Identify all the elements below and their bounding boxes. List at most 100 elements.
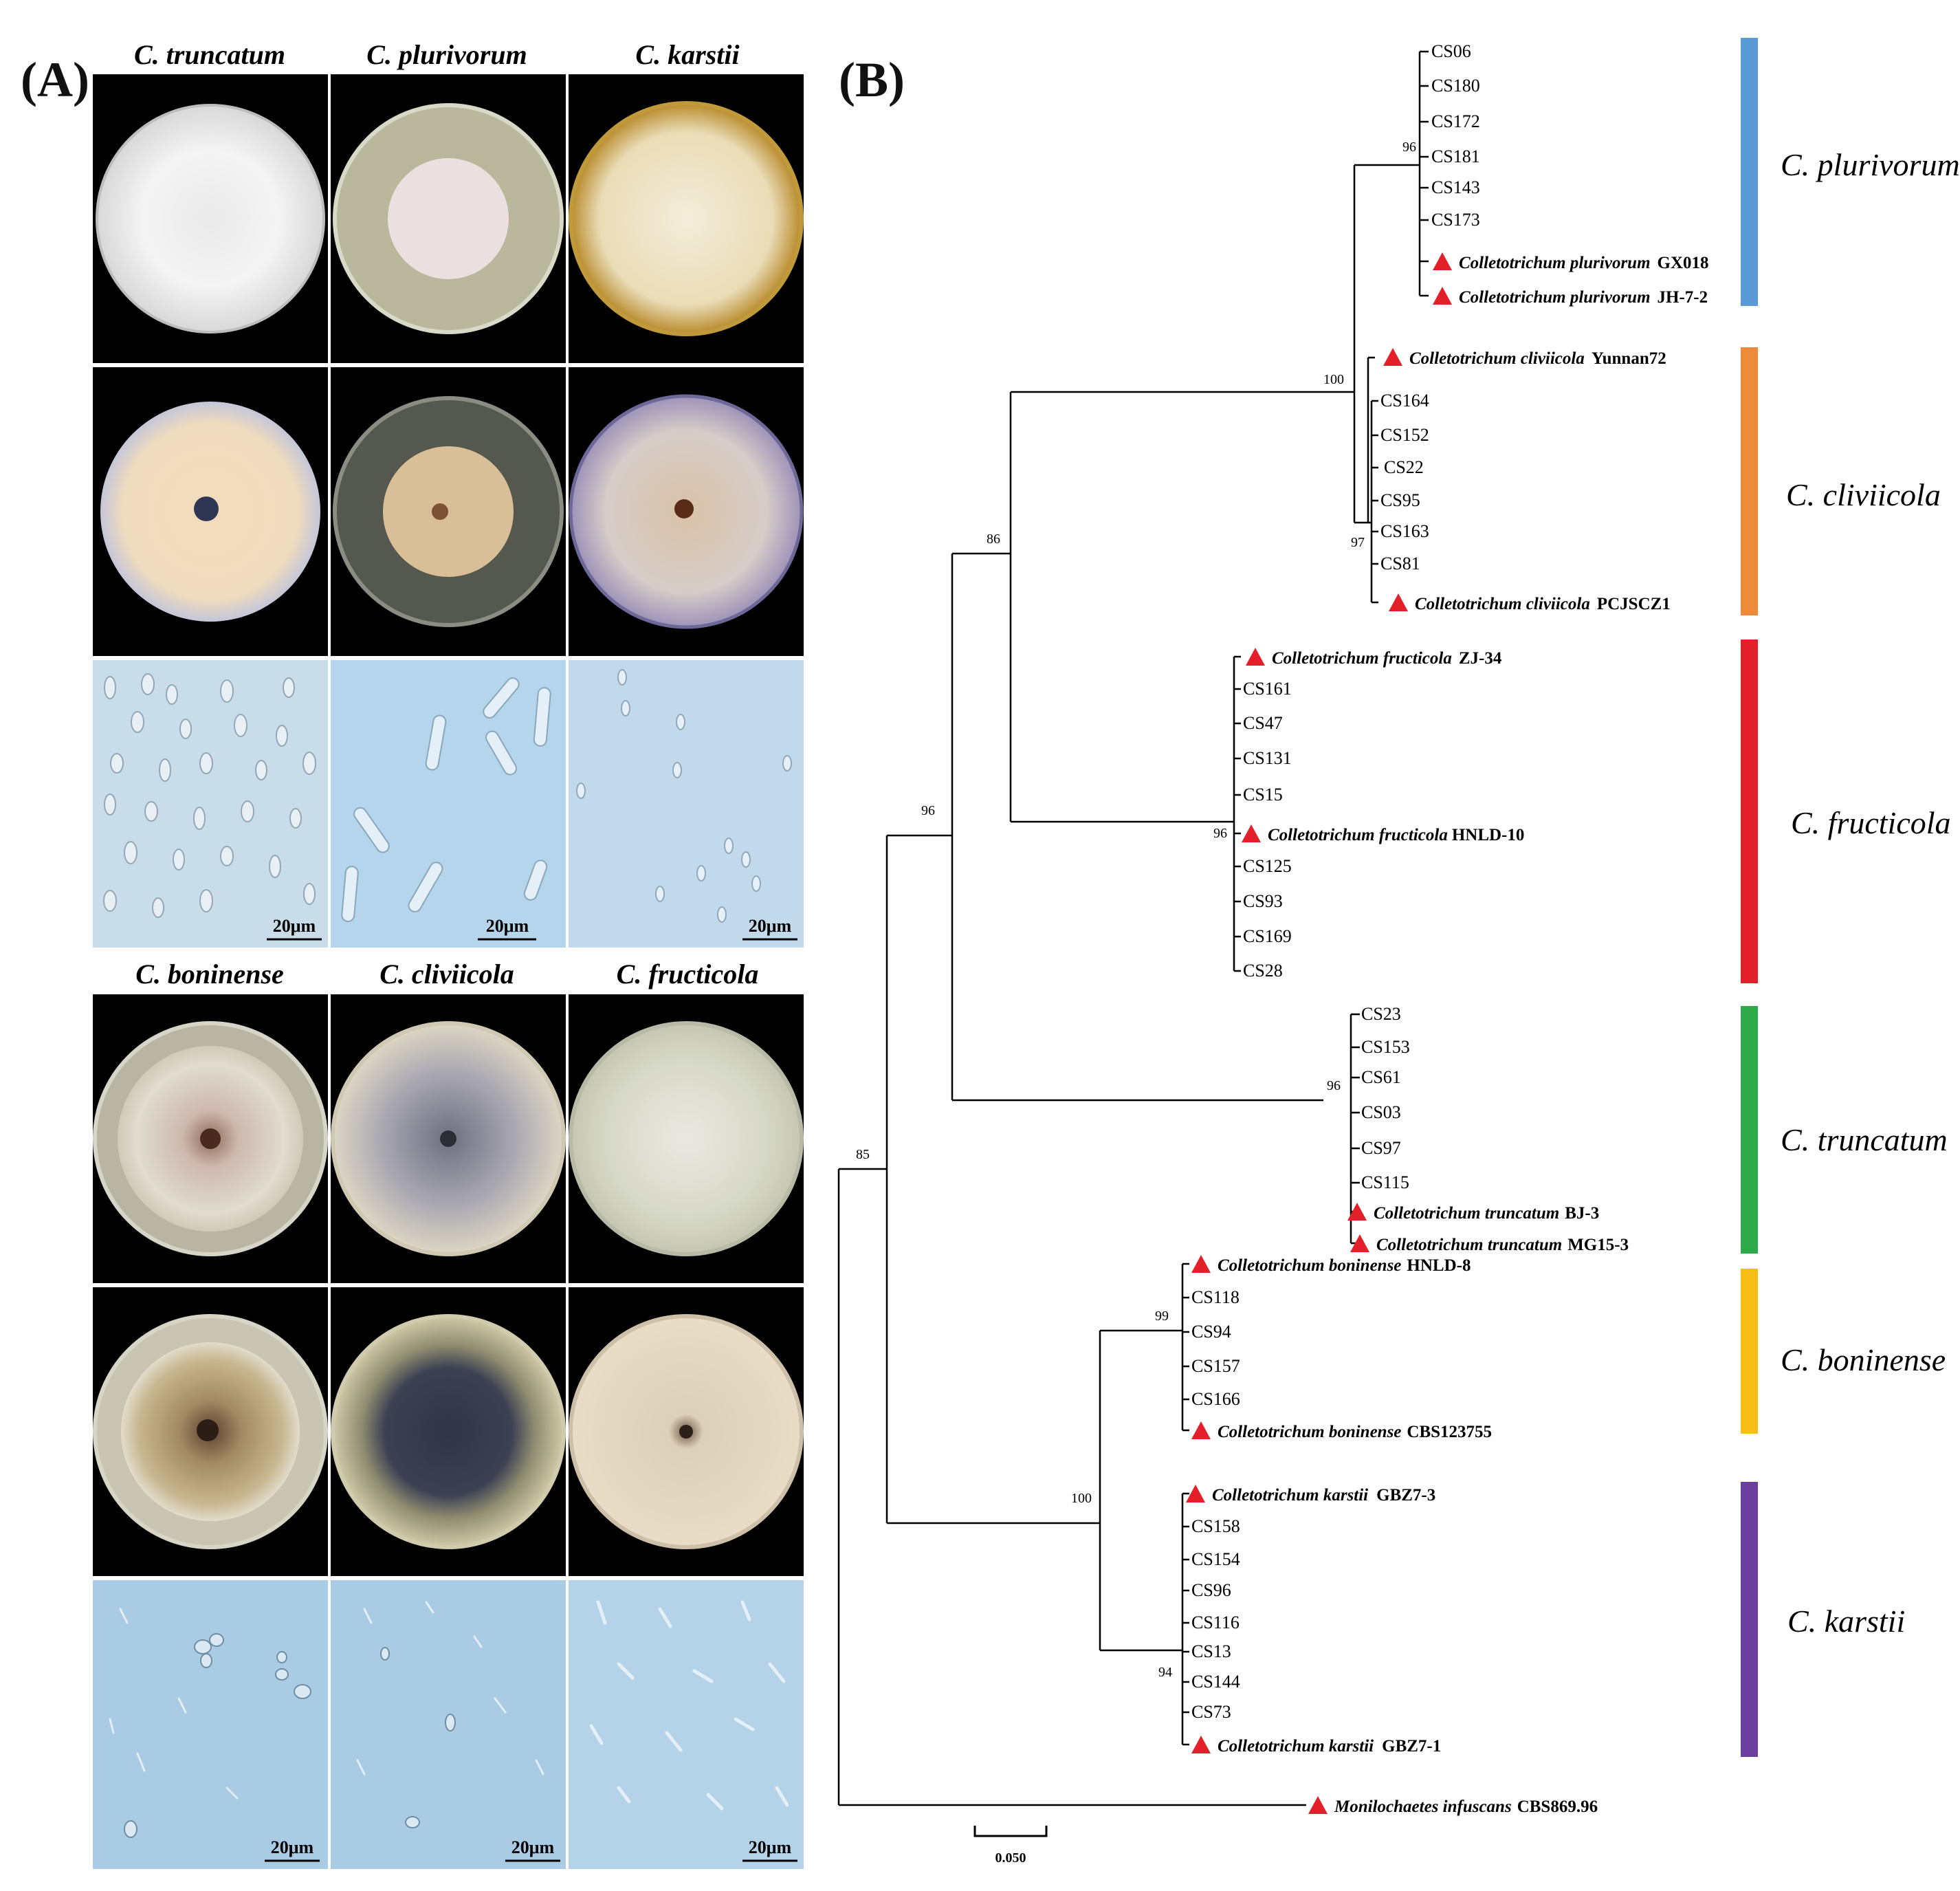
header-fructicola: C. fructicola bbox=[617, 959, 759, 990]
leaf-label: CS116 bbox=[1191, 1613, 1240, 1632]
scale-label-3: 20μm bbox=[749, 916, 792, 936]
leaf-label: CS47 bbox=[1243, 713, 1283, 733]
colony-photo-plurivorum-front bbox=[331, 74, 566, 363]
leaf-label: CS13 bbox=[1191, 1641, 1231, 1661]
bootstrap-cliviicola: 97 bbox=[1351, 535, 1365, 550]
colony-photo-boninense-front bbox=[93, 994, 328, 1283]
bootstrap-plurivorum: 96 bbox=[1402, 140, 1416, 155]
ref-strain: BJ-3 bbox=[1565, 1204, 1599, 1223]
colony-photo-boninense-reverse bbox=[93, 1287, 328, 1576]
clade-bar-plurivorum bbox=[1741, 38, 1758, 306]
leaf-label: CS166 bbox=[1191, 1389, 1240, 1409]
colony-photo-truncatum-front bbox=[93, 74, 328, 363]
reference-triangle-icon bbox=[1308, 1796, 1328, 1814]
leaf-label: CS157 bbox=[1191, 1356, 1240, 1376]
ref-species: Colletotrichum plurivorum bbox=[1459, 288, 1651, 307]
reference-labels: Colletotrichum plurivorum GX018 Colletotr… bbox=[1212, 254, 1709, 1816]
leaf-label: CS125 bbox=[1243, 856, 1292, 876]
ref-strain: HNLD-10 bbox=[1452, 826, 1525, 844]
leaf-label: CS158 bbox=[1191, 1516, 1240, 1536]
leaf-label: CS172 bbox=[1431, 111, 1480, 131]
reference-triangle-icon bbox=[1433, 287, 1452, 305]
reference-triangle-icon bbox=[1350, 1234, 1369, 1252]
leaf-label: CS115 bbox=[1361, 1172, 1409, 1192]
reference-triangle-icon bbox=[1347, 1203, 1367, 1221]
bootstrap-node-85: 85 bbox=[856, 1147, 870, 1162]
clade-bar-cliviicola bbox=[1741, 347, 1758, 615]
scale-label-1: 20μm bbox=[273, 916, 316, 936]
bootstrap-node-100a: 100 bbox=[1323, 372, 1344, 387]
reference-triangle-icon bbox=[1242, 824, 1261, 842]
leaf-label: CS164 bbox=[1380, 391, 1429, 411]
ref-strain: GBZ7-1 bbox=[1382, 1737, 1441, 1756]
scale-label-2: 20μm bbox=[486, 916, 529, 936]
leaf-label: CS152 bbox=[1380, 425, 1429, 445]
ref-species: Colletotrichum cliviicola bbox=[1409, 349, 1585, 368]
clade-label-fructicola: C. fructicola bbox=[1791, 805, 1951, 840]
reference-triangle-icon bbox=[1246, 648, 1265, 666]
clade-label-boninense: C. boninense bbox=[1781, 1342, 1946, 1377]
colony-photo-fructicola-front bbox=[569, 994, 804, 1283]
leaf-label: CS73 bbox=[1191, 1702, 1231, 1722]
colony-photo-karstii-reverse bbox=[569, 367, 804, 656]
leaf-label: CS06 bbox=[1431, 41, 1471, 61]
scale-label-4: 20μm bbox=[271, 1837, 314, 1857]
bootstrap-node-100b: 100 bbox=[1071, 1491, 1092, 1506]
bootstrap-truncatum: 96 bbox=[1327, 1078, 1341, 1093]
ref-strain: HNLD-8 bbox=[1407, 1256, 1471, 1275]
tree-scale-label: 0.050 bbox=[995, 1850, 1026, 1866]
ref-species: Colletotrichum fructicola bbox=[1272, 649, 1452, 668]
scale-label-6: 20μm bbox=[749, 1837, 792, 1857]
leaf-label: CS118 bbox=[1191, 1287, 1240, 1307]
bootstrap-fructicola: 96 bbox=[1213, 826, 1227, 841]
ref-species: Colletotrichum fructicola bbox=[1268, 826, 1448, 844]
ref-strain: ZJ-34 bbox=[1459, 649, 1502, 668]
ref-strain: GX018 bbox=[1658, 254, 1709, 272]
panel-b-label: (B) bbox=[839, 52, 905, 107]
clade-label-cliviicola: C. cliviicola bbox=[1786, 477, 1941, 512]
tree-scale-bar: 0.050 bbox=[973, 1826, 1048, 1866]
leaf-label: CS15 bbox=[1243, 785, 1283, 805]
leaf-label: CS143 bbox=[1431, 177, 1480, 197]
leaf-label: CS181 bbox=[1431, 146, 1480, 166]
clade-label-truncatum: C. truncatum bbox=[1781, 1122, 1948, 1157]
colony-photo-fructicola-reverse bbox=[569, 1287, 804, 1576]
ref-strain: MG15-3 bbox=[1567, 1236, 1629, 1254]
leaf-label: CS161 bbox=[1243, 679, 1292, 699]
clade-bar-truncatum bbox=[1741, 1006, 1758, 1254]
ref-species: Colletotrichum karstii bbox=[1212, 1486, 1368, 1505]
clade-annotations: C. plurivorum C. cliviicola C. fructicol… bbox=[1741, 38, 1960, 1757]
header-truncatum: C. truncatum bbox=[134, 39, 285, 70]
reference-triangle-icon bbox=[1191, 1736, 1211, 1753]
leaf-label: CS173 bbox=[1431, 210, 1480, 230]
ref-strain: GBZ7-3 bbox=[1376, 1486, 1435, 1505]
clade-bar-karstii bbox=[1741, 1482, 1758, 1757]
micrograph-karstii: 20μm bbox=[569, 660, 804, 948]
phylogenetic-tree bbox=[837, 50, 1429, 1806]
ref-species: Colletotrichum boninense bbox=[1218, 1423, 1401, 1441]
leaf-label: CS180 bbox=[1431, 76, 1480, 96]
scale-label-5: 20μm bbox=[511, 1837, 555, 1857]
ref-species: Colletotrichum karstii bbox=[1218, 1737, 1374, 1756]
reference-markers bbox=[1186, 252, 1452, 1814]
bootstrap-node-86: 86 bbox=[987, 532, 1000, 547]
ref-species: Colletotrichum cliviicola bbox=[1415, 595, 1590, 613]
leaf-label: CS28 bbox=[1243, 961, 1283, 981]
ref-species: Colletotrichum truncatum bbox=[1374, 1204, 1559, 1223]
ref-strain: CBS869.96 bbox=[1517, 1797, 1598, 1816]
reference-triangle-icon bbox=[1433, 252, 1452, 270]
leaf-label: CS131 bbox=[1243, 748, 1292, 768]
reference-triangle-icon bbox=[1186, 1485, 1205, 1502]
ref-strain: JH-7-2 bbox=[1658, 288, 1708, 307]
ref-species: Colletotrichum boninense bbox=[1218, 1256, 1401, 1275]
